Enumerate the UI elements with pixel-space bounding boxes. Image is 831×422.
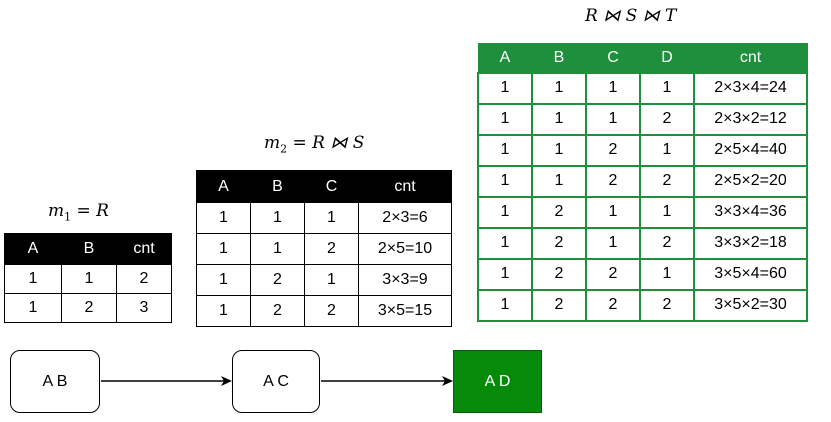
- table-cell: 1: [196, 202, 251, 234]
- table-row: 1 1 1 2×3=6: [196, 202, 452, 234]
- node-ab[interactable]: A B: [10, 350, 100, 413]
- m3-header-cnt: cnt: [693, 43, 808, 73]
- table-cell: 2: [585, 133, 641, 167]
- m2-caption-symbol: m: [264, 133, 281, 153]
- table-row: 1 2 1 1 3×3×4=36: [477, 195, 808, 229]
- node-ac-label: A C: [263, 372, 289, 390]
- table-cell: 1: [250, 202, 305, 234]
- m2-caption-subscript: 2: [280, 142, 288, 156]
- m3-header-a: A: [477, 43, 533, 73]
- table-cell: 1: [4, 264, 62, 294]
- m1-caption-symbol: m: [48, 201, 65, 221]
- table-cell: 2: [585, 257, 641, 291]
- m1-table: A B cnt 1 1 2 1 2 3: [4, 233, 172, 323]
- table-cell: 3×3=9: [358, 264, 452, 296]
- table-row: 1 2 2 2 3×5×2=30: [477, 288, 808, 322]
- table-cell: 3×5×2=30: [693, 288, 808, 322]
- table-cell: 2: [531, 288, 587, 322]
- table-cell: 1: [477, 226, 533, 260]
- table-cell: 2×5×2=20: [693, 164, 808, 198]
- table-cell: 2×3×4=24: [693, 71, 808, 105]
- table-cell: 3×3×2=18: [693, 226, 808, 260]
- m3-header-d: D: [639, 43, 695, 73]
- m1-header-cnt: cnt: [116, 233, 172, 265]
- m2-caption-rest: = R ⋈ S: [287, 133, 365, 153]
- m1-caption-subscript: 1: [64, 210, 72, 224]
- table-cell: 2: [639, 288, 695, 322]
- m2-header-c: C: [304, 170, 359, 203]
- node-ad[interactable]: A D: [453, 350, 542, 413]
- m3-header-row: A B C D cnt: [477, 43, 808, 73]
- arrow-ac-to-ad: [321, 376, 453, 386]
- table-cell: 2: [531, 257, 587, 291]
- table-cell: 1: [477, 288, 533, 322]
- table-cell: 1: [477, 164, 533, 198]
- table-cell: 2: [116, 264, 172, 294]
- table-cell: 1: [477, 71, 533, 105]
- m1-header-b: B: [61, 233, 117, 265]
- table-row: 1 2 2 1 3×5×4=60: [477, 257, 808, 291]
- m2-header-a: A: [196, 170, 251, 203]
- table-cell: 1: [477, 133, 533, 167]
- table-cell: 1: [639, 133, 695, 167]
- table-cell: 2: [585, 164, 641, 198]
- table-cell: 1: [585, 195, 641, 229]
- table-row: 1 2 2 3×5=15: [196, 295, 452, 327]
- m1-caption: m1 = R: [48, 201, 109, 223]
- node-ad-label: A D: [484, 372, 511, 390]
- table-row: 1 1 2 2 2×5×2=20: [477, 164, 808, 198]
- table-cell: 1: [585, 102, 641, 136]
- m3-header-b: B: [531, 43, 587, 73]
- table-cell: 1: [639, 71, 695, 105]
- table-cell: 1: [477, 195, 533, 229]
- table-cell: 1: [585, 71, 641, 105]
- table-cell: 1: [531, 71, 587, 105]
- table-cell: 2: [585, 288, 641, 322]
- table-cell: 1: [196, 233, 251, 265]
- table-row: 1 2 1 2 3×3×2=18: [477, 226, 808, 260]
- table-cell: 1: [639, 195, 695, 229]
- table-row: 1 1 1 2 2×3×2=12: [477, 102, 808, 136]
- table-cell: 2: [61, 293, 117, 323]
- table-cell: 1: [477, 257, 533, 291]
- table-cell: 1: [585, 226, 641, 260]
- table-cell: 2: [250, 295, 305, 327]
- table-row: 1 2 3: [4, 293, 172, 323]
- table-cell: 3×3×4=36: [693, 195, 808, 229]
- m1-caption-rest: = R: [71, 201, 109, 221]
- node-ac[interactable]: A C: [232, 350, 320, 413]
- table-cell: 2: [639, 102, 695, 136]
- table-cell: 3: [116, 293, 172, 323]
- m3-header-c: C: [585, 43, 641, 73]
- m3-table: A B C D cnt 1 1 1 1 2×3×4=24 1 1 1 2 2×3…: [477, 43, 808, 322]
- m2-table: A B C cnt 1 1 1 2×3=6 1 1 2 2×5=10 1 2 1…: [196, 170, 452, 327]
- table-cell: 2: [639, 164, 695, 198]
- table-cell: 1: [477, 102, 533, 136]
- table-cell: 2×3×2=12: [693, 102, 808, 136]
- table-cell: 2: [531, 226, 587, 260]
- table-cell: 2×5=10: [358, 233, 452, 265]
- table-cell: 2: [639, 226, 695, 260]
- table-cell: 1: [4, 293, 62, 323]
- m2-header-cnt: cnt: [358, 170, 452, 203]
- m1-header-row: A B cnt: [4, 233, 172, 265]
- table-cell: 2×5×4=40: [693, 133, 808, 167]
- table-row: 1 1 2 1 2×5×4=40: [477, 133, 808, 167]
- table-cell: 1: [531, 164, 587, 198]
- table-cell: 2: [531, 195, 587, 229]
- table-cell: 3×5×4=60: [693, 257, 808, 291]
- arrow-ab-to-ac: [101, 376, 232, 386]
- table-cell: 3×5=15: [358, 295, 452, 327]
- m2-header-row: A B C cnt: [196, 170, 452, 203]
- m3-caption: R ⋈ S ⋈ T: [585, 6, 677, 26]
- table-row: 1 1 1 1 2×3×4=24: [477, 71, 808, 105]
- table-cell: 1: [531, 102, 587, 136]
- table-cell: 1: [531, 133, 587, 167]
- m2-caption: m2 = R ⋈ S: [264, 133, 364, 155]
- table-cell: 1: [639, 257, 695, 291]
- node-ab-label: A B: [42, 372, 68, 390]
